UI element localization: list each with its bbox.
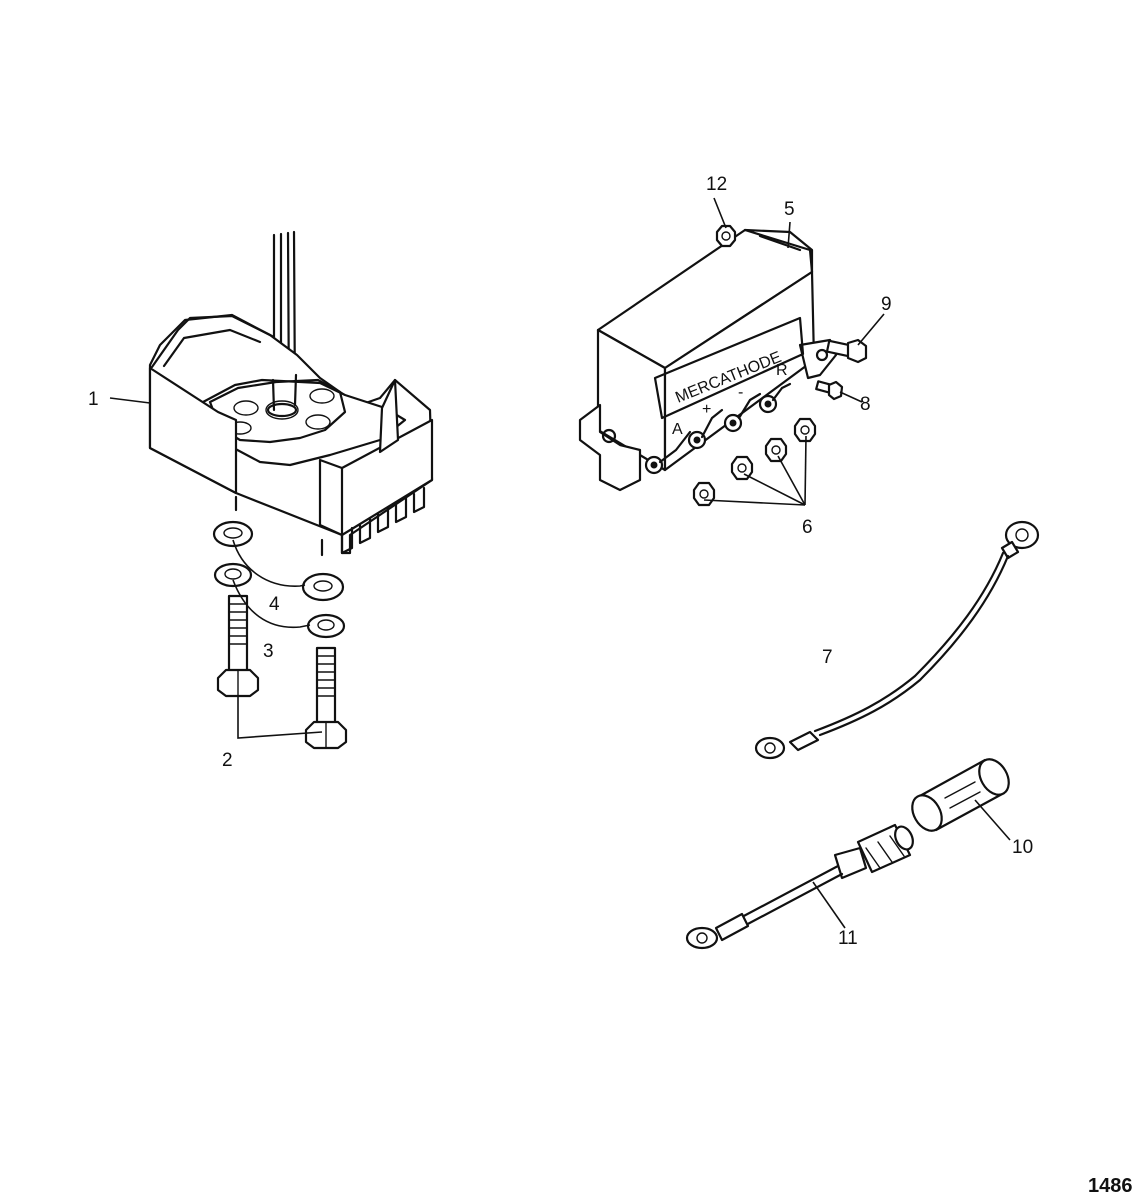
fuse	[911, 758, 1010, 832]
screw-8	[815, 380, 844, 401]
callout-12: 12	[706, 174, 727, 195]
figure-number: 1486	[1088, 1175, 1133, 1197]
screw-9	[825, 338, 868, 364]
bolts	[216, 594, 348, 750]
callout-leaders	[109, 197, 1011, 929]
terminal-label-minus: -	[738, 384, 743, 401]
callout-4: 4	[269, 594, 280, 615]
callout-7: 7	[822, 647, 833, 668]
callout-9: 9	[881, 294, 892, 315]
lock-washers	[213, 562, 346, 639]
callout-labels: 1 2 3 4 5 6 7 8 9 10 11 12	[88, 174, 1033, 949]
callout-11: 11	[838, 928, 858, 949]
callout-3: 3	[263, 641, 274, 662]
callout-10: 10	[1012, 837, 1033, 858]
mercathode-controller	[578, 228, 838, 492]
terminal-label-r: R	[776, 362, 788, 379]
callout-8: 8	[860, 394, 871, 415]
callout-5: 5	[784, 199, 795, 220]
callout-1: 1	[88, 389, 99, 410]
callout-2: 2	[222, 750, 233, 771]
small-nut	[715, 224, 737, 248]
fuse-holder	[685, 823, 914, 950]
terminal-label-plus: +	[702, 401, 711, 418]
callout-6: 6	[802, 517, 813, 538]
mounting-bracket	[148, 230, 434, 557]
flat-washers	[212, 520, 345, 602]
ground-strap	[754, 520, 1040, 760]
terminal-label-a: A	[672, 421, 683, 438]
